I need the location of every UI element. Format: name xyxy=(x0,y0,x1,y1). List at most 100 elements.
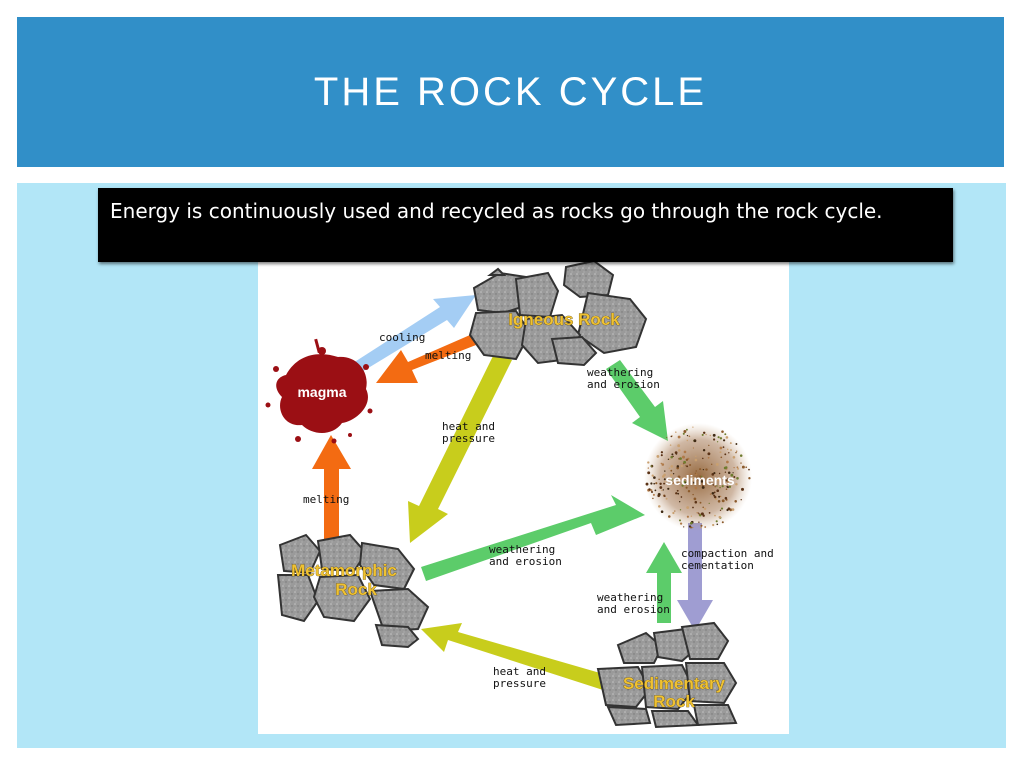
sediment-grain xyxy=(682,455,685,459)
magma-label: magma xyxy=(297,384,346,400)
sediment-grain xyxy=(664,470,666,472)
sediment-grain xyxy=(668,515,671,518)
sediment-grain xyxy=(695,470,697,472)
sediment-grain xyxy=(662,489,664,491)
sediment-grain xyxy=(708,444,710,447)
sediment-grain xyxy=(669,444,672,446)
sediment-grain xyxy=(692,476,694,479)
sediment-grain xyxy=(711,491,715,495)
sediment-grain xyxy=(686,515,689,518)
sediment-grain xyxy=(664,480,666,483)
sediment-grain xyxy=(727,471,731,475)
sediment-grain xyxy=(667,487,670,490)
sediment-grain xyxy=(709,434,711,437)
sediment-grain xyxy=(708,512,711,514)
sediment-grain xyxy=(739,454,743,457)
sediment-grain xyxy=(731,508,735,511)
sediment-grain xyxy=(708,502,710,505)
sediment-grain xyxy=(724,453,727,456)
sediment-grain xyxy=(681,484,684,487)
sediment-grain xyxy=(740,462,742,464)
sediment-grain xyxy=(652,493,655,496)
melting-arrow-top xyxy=(376,335,476,383)
sedimentary-rock xyxy=(596,621,738,729)
subtitle-text: Energy is continuously used and recycled… xyxy=(110,199,883,223)
weathering-label-bottom-2: and erosion xyxy=(597,603,670,616)
sediment-grain xyxy=(716,489,720,493)
sediment-grain xyxy=(676,480,680,483)
sediment-grain xyxy=(726,485,729,488)
sediment-grain xyxy=(721,499,725,503)
sediment-grain xyxy=(682,462,685,465)
sediment-grain xyxy=(733,466,735,469)
sediment-grain xyxy=(676,489,679,492)
heat-pressure-label-top-2: pressure xyxy=(442,432,495,445)
sediment-grain xyxy=(724,471,727,473)
magma-blob xyxy=(265,338,373,444)
sediment-grain xyxy=(672,473,675,475)
sediment-grain xyxy=(719,495,722,498)
sediment-grain xyxy=(680,464,684,468)
sediment-grain xyxy=(722,446,725,448)
sediment-grain xyxy=(732,472,734,474)
sediment-grain xyxy=(650,482,653,485)
sedimentary-rock-label-line2: Rock xyxy=(653,692,695,711)
slide-title: The Rock Cycle xyxy=(313,69,708,114)
sediment-grain xyxy=(674,451,678,454)
sediment-grain xyxy=(660,451,664,454)
title-bar: The Rock Cycle xyxy=(17,17,1004,167)
sediment-grain xyxy=(702,485,704,487)
sediment-grain xyxy=(694,486,698,490)
sediment-grain xyxy=(703,507,707,511)
sediment-grain xyxy=(678,519,682,522)
sediment-grain xyxy=(745,466,748,469)
rock-cycle-diagram: Igneous Rock magma sediments xyxy=(258,255,789,734)
weathering-arrow-mid xyxy=(421,495,645,581)
sediment-grain xyxy=(714,485,716,488)
sediment-grain xyxy=(689,463,692,467)
sediment-grain xyxy=(717,436,720,439)
sediment-grain xyxy=(712,484,715,486)
sediment-grain xyxy=(736,450,738,452)
compaction-label-2: cementation xyxy=(681,559,754,572)
sediment-grain xyxy=(654,489,657,492)
sediment-grain xyxy=(660,454,663,457)
sediment-grain xyxy=(699,501,702,504)
sediment-grain xyxy=(736,467,740,470)
subtitle-banner: Energy is continuously used and recycled… xyxy=(98,188,953,262)
sediment-grain xyxy=(724,433,727,436)
sediment-grain xyxy=(692,506,694,509)
sediment-grain xyxy=(699,468,702,471)
sediment-grain xyxy=(670,473,673,477)
sediment-grain xyxy=(711,463,713,465)
sediment-grain xyxy=(678,449,681,452)
igneous-rock-label: Igneous Rock xyxy=(508,310,620,329)
sediment-grain xyxy=(718,495,721,498)
sediment-grain xyxy=(660,510,664,513)
sediment-grain xyxy=(692,526,694,529)
sediment-grain xyxy=(702,457,704,460)
sediment-grain xyxy=(674,510,676,512)
sediment-grain xyxy=(663,478,666,481)
sediment-grain xyxy=(685,486,688,489)
sediment-grain xyxy=(735,451,737,454)
melting-arrow-left xyxy=(312,435,351,550)
sediment-grain xyxy=(693,497,697,501)
sediment-grain xyxy=(667,458,670,460)
sediment-grain xyxy=(671,453,674,456)
sediment-grain xyxy=(653,476,656,479)
sediment-grain xyxy=(658,505,661,508)
sediment-grain xyxy=(670,469,673,472)
sediments-label: sediments xyxy=(665,472,734,488)
metamorphic-rock-label-line1: Metamorphic xyxy=(291,561,397,580)
sediment-grain xyxy=(685,465,687,467)
sediment-grain xyxy=(676,465,680,468)
sediment-grain xyxy=(727,477,730,481)
sediment-grain xyxy=(713,472,716,475)
sediment-grain xyxy=(720,456,723,459)
sediment-grain xyxy=(748,468,750,471)
sediment-grain xyxy=(715,462,719,466)
sediment-grain xyxy=(726,460,729,464)
sediment-grain xyxy=(735,482,738,486)
sediment-grain xyxy=(661,489,663,492)
